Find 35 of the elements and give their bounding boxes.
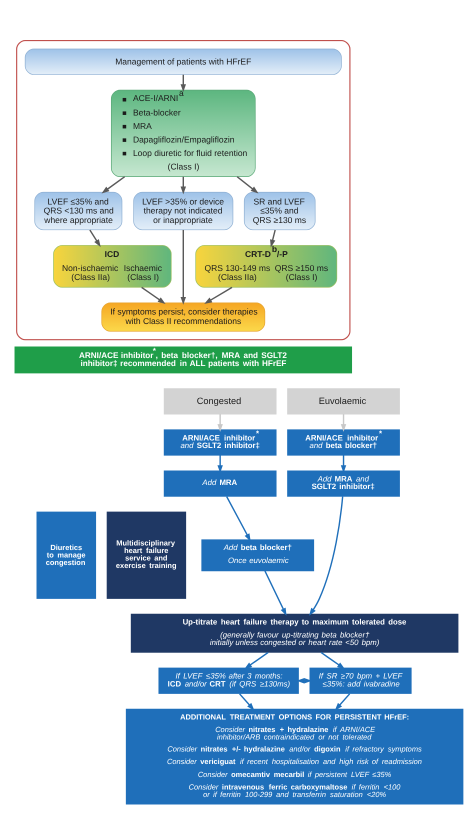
arrow	[180, 176, 186, 194]
node-box: If LVEF ≤35% after 3 months: ICD and/or CRT (if QRS ≥130ms)	[158, 667, 299, 694]
arrow	[334, 692, 350, 710]
arrow	[340, 454, 346, 473]
arrow	[217, 454, 223, 473]
arrow	[217, 414, 223, 432]
arrow	[226, 496, 251, 541]
arrow	[270, 229, 276, 247]
node-box: If SR ≥70 bpm + LVEF ≤35%: add ivabradine	[310, 667, 412, 694]
node-box: LVEF ≤35% and QRS <130 ms and where appropriate	[34, 191, 122, 230]
arrow	[340, 414, 346, 432]
arrow	[102, 176, 126, 193]
node-box: Up-titrate heart failure therapy to maximum tolerated dose (generally favour up-titrating beta blocker† initially unless congested or heart rate <50 bpm)	[130, 613, 458, 652]
arrow	[309, 496, 344, 616]
node-box: Congested	[164, 388, 277, 414]
arrow	[141, 286, 166, 304]
arrow	[264, 570, 287, 616]
node-box: SR and LVEF ≤35% and QRS ≥130 ms	[244, 191, 316, 230]
arrow	[239, 692, 254, 710]
node-box: Euvolaemic	[287, 388, 400, 414]
node-box: LVEF >35% or device therapy not indicated or inappropriate	[133, 191, 234, 230]
arrow	[236, 176, 258, 194]
node-box: ICD Non-ischaemic (Class IIa) Ischaemic (Class I)	[53, 244, 172, 288]
cluster	[16, 39, 350, 340]
arrow	[320, 651, 345, 669]
node-box: Add beta blocker† Once euvolaemic	[201, 538, 314, 571]
arrow	[244, 651, 269, 669]
node-box: Management of patients with HFrEF	[24, 48, 342, 74]
node-box: If symptoms persist, consider therapies with Class II recommendations	[101, 302, 266, 332]
node-box: Add MRA and SGLT2 inhibitor‡	[287, 470, 400, 496]
arrow	[89, 229, 101, 247]
arrow	[204, 286, 232, 304]
node-box: Add MRA	[164, 470, 277, 496]
arrow	[180, 74, 186, 92]
arrow	[180, 229, 186, 304]
